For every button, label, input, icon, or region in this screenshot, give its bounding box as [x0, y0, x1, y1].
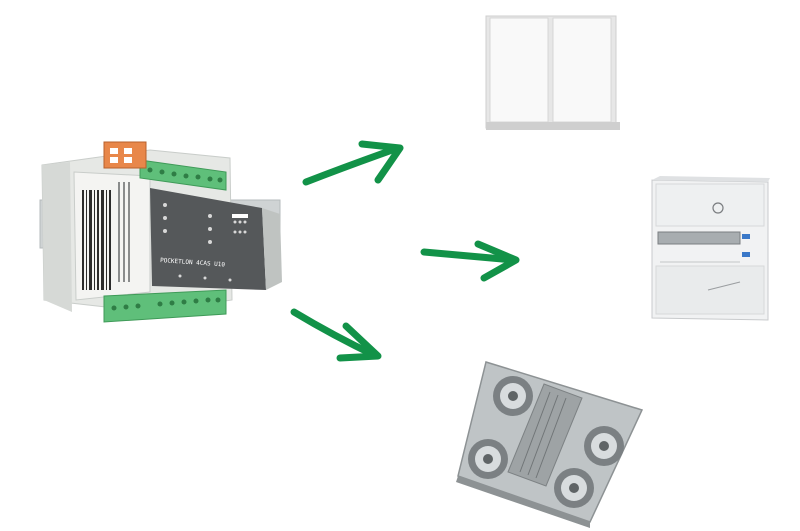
controller-side	[42, 162, 72, 312]
front-panel	[150, 188, 266, 290]
bottom-terminal-block	[103, 289, 227, 323]
status-leds	[163, 203, 247, 282]
orange-connector	[103, 141, 147, 169]
meter-button-lower	[742, 252, 750, 257]
top-terminal-block	[139, 159, 227, 191]
arrow-to-meter	[420, 240, 520, 282]
meter-button-upper	[742, 234, 750, 239]
barcode-label	[73, 171, 151, 301]
panel-indicator	[232, 214, 248, 218]
lamp-cells	[468, 376, 624, 508]
center-reflector-strip	[507, 383, 583, 487]
controller-module: POCKETLON 4CAS U10	[39, 141, 282, 323]
double-rocker-switch-icon	[485, 15, 620, 130]
meter-display	[657, 231, 741, 245]
controller-end-cap	[262, 208, 282, 290]
ceiling-downlight-fixture-icon	[456, 361, 644, 528]
arrow-to-light	[290, 308, 382, 362]
arrow-to-switch	[302, 140, 404, 186]
arrows	[290, 140, 520, 362]
brand-label: POCKETLON 4CAS U10	[160, 257, 226, 269]
electricity-meter-icon	[651, 176, 770, 321]
